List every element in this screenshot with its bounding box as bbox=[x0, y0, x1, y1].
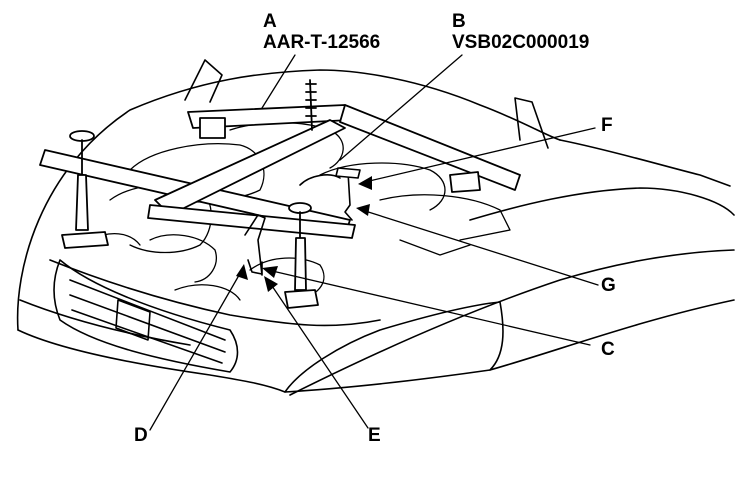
callout-c-letter: C bbox=[601, 339, 615, 360]
arrow-heads bbox=[236, 176, 372, 292]
arrow-f bbox=[358, 176, 372, 190]
arrow-e bbox=[264, 276, 278, 292]
arrow-g bbox=[356, 204, 370, 216]
callout-g-letter: G bbox=[601, 275, 616, 296]
callout-d-letter: D bbox=[134, 425, 148, 446]
arrow-c bbox=[262, 266, 278, 278]
leader-g bbox=[361, 209, 599, 286]
callout-b-part-number: VSB02C000019 bbox=[452, 32, 590, 53]
leader-a bbox=[261, 54, 296, 109]
arrow-d bbox=[236, 264, 248, 280]
leader-lines bbox=[149, 54, 599, 431]
engine-support-bar bbox=[39, 79, 521, 309]
callout-a-letter: A bbox=[263, 11, 277, 32]
callout-f-letter: F bbox=[601, 115, 613, 136]
leader-c bbox=[267, 269, 591, 346]
car-body-outline bbox=[16, 59, 735, 396]
leader-e bbox=[267, 279, 369, 429]
front-grille bbox=[53, 259, 239, 373]
callout-e-letter: E bbox=[368, 425, 381, 446]
callout-b-letter: B bbox=[452, 11, 466, 32]
leader-f bbox=[364, 127, 596, 183]
hangers bbox=[244, 167, 361, 276]
leader-b bbox=[339, 54, 463, 161]
callout-a-part-number: AAR-T-12566 bbox=[263, 32, 381, 53]
leader-d bbox=[149, 269, 243, 431]
